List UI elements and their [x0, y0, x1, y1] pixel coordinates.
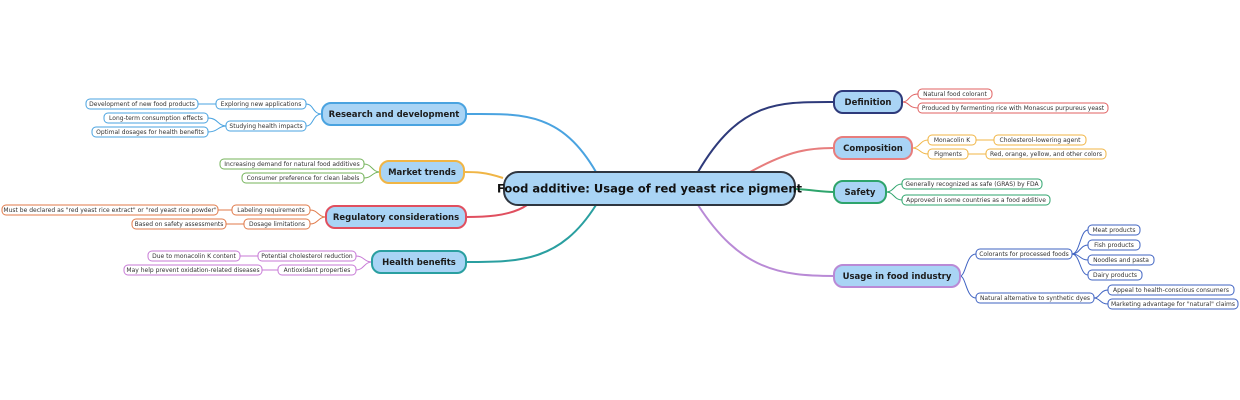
usage-child-1[interactable]: Colorants for processed foods [975, 248, 1073, 260]
branch-market-label: Market trends [388, 168, 456, 178]
usage-child-1-2[interactable]: Fish products [1087, 239, 1141, 251]
market-child-2[interactable]: Consumer preference for clean labels [241, 172, 365, 184]
research-child-1-label: Exploring new applications [221, 101, 302, 108]
usage-child-1-1-label: Meat products [1092, 227, 1135, 234]
branch-health[interactable]: Health benefits [371, 250, 467, 274]
usage-child-2-2-label: Marketing advantage for "natural" claims [1111, 301, 1235, 308]
branch-usage-label: Usage in food industry [843, 272, 952, 282]
research-child-1-1-label: Development of new food products [89, 101, 195, 108]
regulatory-child-2[interactable]: Dosage limitations [243, 218, 311, 230]
usage-child-2-1-label: Appeal to health-conscious consumers [1113, 287, 1229, 294]
composition-child-2[interactable]: Pigments [927, 148, 969, 160]
research-child-2-2[interactable]: Optimal dosages for health benefits [91, 126, 209, 138]
branch-regulatory[interactable]: Regulatory considerations [325, 205, 467, 229]
market-child-2-label: Consumer preference for clean labels [247, 175, 360, 182]
branch-composition-label: Composition [843, 144, 903, 154]
usage-child-2-2[interactable]: Marketing advantage for "natural" claims [1107, 298, 1239, 310]
edge-market [463, 171, 504, 179]
usage-child-1-4-label: Dairy products [1093, 272, 1137, 279]
edge-regulatory [465, 204, 528, 218]
edge-definition [697, 100, 835, 173]
regulatory-child-2-1[interactable]: Based on safety assessments [131, 218, 227, 230]
edge-health [465, 204, 597, 263]
composition-child-1-label: Monacolin K [934, 137, 971, 144]
branch-composition[interactable]: Composition [833, 136, 913, 160]
branch-definition-label: Definition [845, 98, 892, 108]
usage-child-2-1[interactable]: Appeal to health-conscious consumers [1107, 284, 1235, 296]
safety-child-1-label: Generally recognized as safe (GRAS) by F… [905, 181, 1039, 188]
branch-safety[interactable]: Safety [833, 180, 887, 204]
health-child-1-1[interactable]: Due to monacolin K content [147, 250, 241, 262]
regulatory-child-1-1[interactable]: Must be declared as "red yeast rice extr… [1, 204, 219, 216]
composition-child-2-label: Pigments [934, 151, 962, 158]
composition-child-2-1-label: Red, orange, yellow, and other colors [990, 151, 1102, 158]
composition-child-1-1[interactable]: Cholesterol-lowering agent [993, 134, 1087, 146]
regulatory-child-1[interactable]: Labeling requirements [231, 204, 311, 216]
usage-child-1-4[interactable]: Dairy products [1087, 269, 1143, 281]
composition-child-1-1-label: Cholesterol-lowering agent [1000, 137, 1082, 144]
safety-child-2[interactable]: Approved in some countries as a food add… [901, 194, 1051, 206]
research-child-2-1[interactable]: Long-term consumption effects [103, 112, 209, 124]
regulatory-child-2-label: Dosage limitations [249, 221, 305, 228]
composition-child-2-1[interactable]: Red, orange, yellow, and other colors [985, 148, 1107, 160]
health-child-2[interactable]: Antioxidant properties [277, 264, 357, 276]
health-child-2-label: Antioxidant properties [284, 267, 351, 274]
composition-child-1[interactable]: Monacolin K [927, 134, 977, 146]
definition-child-1[interactable]: Natural food colorant [917, 88, 993, 100]
usage-child-2-label: Natural alternative to synthetic dyes [980, 295, 1090, 302]
edge-research [465, 112, 597, 173]
safety-child-2-label: Approved in some countries as a food add… [906, 197, 1046, 204]
edge-composition [749, 147, 835, 173]
usage-child-1-3[interactable]: Noodles and pasta [1087, 254, 1155, 266]
market-child-1-label: Increasing demand for natural food addit… [224, 161, 359, 168]
definition-child-2[interactable]: Produced by fermenting rice with Monascu… [917, 102, 1109, 114]
research-child-2-label: Studying health impacts [229, 123, 302, 130]
regulatory-child-2-1-label: Based on safety assessments [135, 221, 224, 228]
market-child-1[interactable]: Increasing demand for natural food addit… [219, 158, 365, 170]
research-child-2-2-label: Optimal dosages for health benefits [96, 129, 204, 136]
branch-usage[interactable]: Usage in food industry [833, 264, 961, 288]
definition-child-1-label: Natural food colorant [923, 91, 987, 98]
branch-research[interactable]: Research and development [321, 102, 467, 126]
regulatory-child-1-1-label: Must be declared as "red yeast rice extr… [3, 207, 216, 214]
branch-health-label: Health benefits [382, 258, 456, 268]
research-child-1[interactable]: Exploring new applications [215, 98, 307, 110]
research-child-1-1[interactable]: Development of new food products [85, 98, 199, 110]
research-child-2-1-label: Long-term consumption effects [109, 115, 203, 122]
usage-child-1-2-label: Fish products [1094, 242, 1134, 249]
usage-child-1-1[interactable]: Meat products [1087, 224, 1141, 236]
branch-research-label: Research and development [329, 110, 460, 120]
definition-child-2-label: Produced by fermenting rice with Monascu… [922, 105, 1105, 112]
health-child-2-1-label: May help prevent oxidation-related disea… [126, 267, 259, 274]
branch-definition[interactable]: Definition [833, 90, 903, 114]
central-label: Food additive: Usage of red yeast rice p… [497, 182, 803, 196]
health-child-2-1[interactable]: May help prevent oxidation-related disea… [123, 264, 263, 276]
health-child-1-1-label: Due to monacolin K content [152, 253, 236, 260]
edge-usage [697, 204, 835, 277]
branch-safety-label: Safety [845, 188, 876, 198]
safety-child-1[interactable]: Generally recognized as safe (GRAS) by F… [901, 178, 1043, 190]
edges [198, 93, 1109, 305]
central-node[interactable]: Food additive: Usage of red yeast rice p… [497, 171, 803, 206]
health-child-1-label: Potential cholesterol reduction [261, 253, 353, 260]
usage-child-1-label: Colorants for processed foods [979, 251, 1069, 258]
edge-safety [794, 188, 835, 193]
health-child-1[interactable]: Potential cholesterol reduction [257, 250, 357, 262]
usage-child-1-3-label: Noodles and pasta [1093, 257, 1149, 264]
branch-regulatory-label: Regulatory considerations [333, 213, 459, 223]
research-child-2[interactable]: Studying health impacts [225, 120, 307, 132]
regulatory-child-1-label: Labeling requirements [237, 207, 305, 214]
usage-child-2[interactable]: Natural alternative to synthetic dyes [975, 292, 1095, 304]
branch-market[interactable]: Market trends [379, 160, 465, 184]
